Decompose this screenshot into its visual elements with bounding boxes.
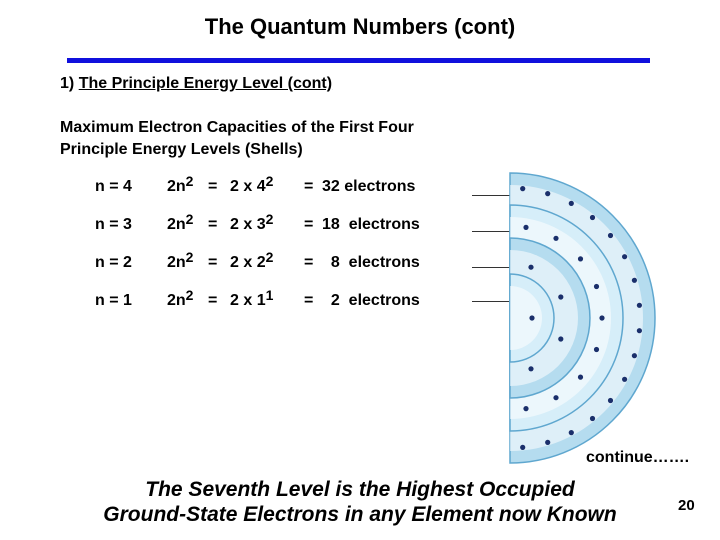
row-n-label: n = 2 [95, 254, 132, 271]
row-n-label: n = 1 [95, 292, 132, 309]
row-calculation-base: 2 x 1 [230, 292, 266, 309]
row-calculation: 2 x 42 [230, 174, 273, 196]
electron-n3 [599, 315, 605, 321]
footer-line-1: The Seventh Level is the Highest Occupie… [145, 478, 575, 501]
row-calculation-exponent: 2 [265, 211, 274, 227]
row-equals: = [304, 216, 314, 233]
electron-n3 [523, 406, 529, 412]
row-formula-exponent: 2 [185, 173, 194, 189]
row-result: 2 electrons [322, 292, 420, 309]
row-calculation-exponent: 2 [265, 173, 274, 189]
row-formula-base: 2n [167, 254, 186, 271]
row-formula-base: 2n [167, 292, 186, 309]
leader-line-n3 [472, 231, 510, 232]
electron-n3 [577, 374, 584, 380]
row-calculation: 2 x 32 [230, 212, 273, 234]
electron-n1 [529, 315, 535, 321]
electron-n4 [631, 277, 638, 283]
electron-n3 [593, 283, 600, 290]
row-formula: 2n2 [167, 250, 193, 272]
page-number: 20 [678, 497, 695, 514]
row-equals: = [208, 178, 218, 195]
capacities-heading: Maximum Electron Capacities of the First… [60, 117, 530, 161]
row-calculation-exponent: 2 [265, 249, 274, 265]
electron-n4 [622, 254, 628, 260]
electron-n4 [607, 232, 614, 239]
electron-n3 [553, 395, 559, 401]
row-calculation-exponent: 1 [265, 287, 274, 303]
row-equals: = [304, 254, 314, 271]
electron-n4 [520, 186, 526, 192]
row-formula-base: 2n [167, 216, 186, 233]
leader-line-n1 [472, 301, 510, 302]
row-calculation: 2 x 22 [230, 250, 273, 272]
row-formula-base: 2n [167, 178, 186, 195]
row-formula-exponent: 2 [185, 211, 194, 227]
electron-n4 [622, 376, 628, 382]
slide-title: The Quantum Numbers (cont) [204, 14, 516, 39]
electron-n4 [607, 397, 614, 404]
row-calculation-base: 2 x 3 [230, 216, 266, 233]
row-n-label: n = 4 [95, 178, 132, 195]
row-formula: 2n2 [167, 174, 193, 196]
row-formula: 2n2 [167, 288, 193, 310]
row-formula-exponent: 2 [185, 249, 194, 265]
electron-n2 [558, 336, 564, 342]
electron-n3 [593, 346, 600, 353]
leader-line-n2 [472, 267, 510, 268]
electron-n3 [523, 224, 529, 230]
row-result: 8 electrons [322, 254, 420, 271]
row-equals: = [304, 178, 314, 195]
electron-n4 [568, 430, 574, 436]
row-calculation-base: 2 x 4 [230, 178, 266, 195]
electron-n4 [589, 415, 596, 422]
electron-n4 [545, 191, 551, 197]
shell-highlight-n1 [510, 286, 542, 350]
row-calculation-base: 2 x 2 [230, 254, 266, 271]
row-equals: = [208, 216, 218, 233]
electron-n3 [577, 256, 584, 262]
heading-line-2: Principle Energy Levels (Shells) [60, 141, 303, 158]
footer-line-2: Ground-State Electrons in any Element no… [103, 503, 617, 526]
row-formula: 2n2 [167, 212, 193, 234]
electron-n2 [528, 264, 534, 270]
row-n-label: n = 3 [95, 216, 132, 233]
continue-text: continue……. [586, 449, 690, 466]
row-result: 32 electrons [322, 178, 416, 195]
row-equals: = [304, 292, 314, 309]
row-equals: = [208, 292, 218, 309]
electron-n4 [568, 200, 574, 206]
row-calculation: 2 x 11 [230, 288, 273, 310]
electron-n4 [545, 439, 551, 445]
footer-statement: The Seventh Level is the Highest Occupie… [40, 477, 680, 527]
row-formula-exponent: 2 [185, 287, 194, 303]
electron-n4 [520, 444, 526, 450]
section-number: 1) [60, 75, 75, 92]
electron-n2 [558, 294, 564, 300]
row-equals: = [208, 254, 218, 271]
electron-n4 [631, 353, 638, 359]
leader-line-n4 [472, 195, 510, 196]
electron-n4 [636, 302, 643, 308]
electron-n4 [636, 328, 643, 334]
section-label: 1) The Principle Energy Level (cont) [60, 75, 332, 93]
electron-n2 [528, 366, 534, 372]
section-title: The Principle Energy Level (cont) [78, 75, 333, 92]
electron-n3 [553, 235, 559, 241]
row-result: 18 electrons [322, 216, 420, 233]
heading-line-1: Maximum Electron Capacities of the First… [60, 119, 414, 136]
title-underline-rule [67, 58, 650, 63]
electron-n4 [589, 214, 596, 221]
